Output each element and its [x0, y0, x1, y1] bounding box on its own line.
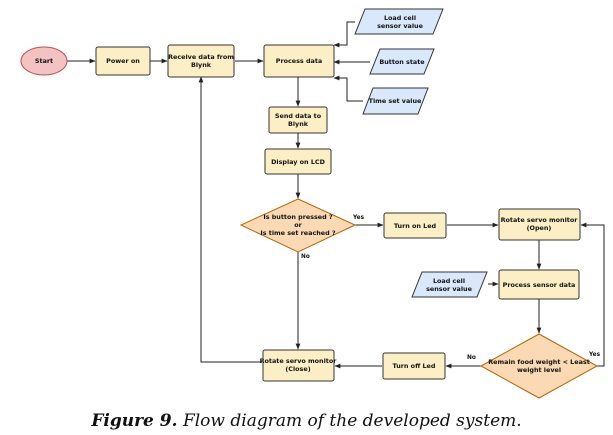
process-sensor-node: Process sensor data [498, 269, 580, 300]
edge-decision2-yes-loop [580, 222, 605, 367]
receive-data-node: Receive data from Blynk [167, 44, 235, 78]
load-cell-2-line1: Load cell [433, 277, 465, 285]
load-cell-input-1: Load cell sensor value [354, 8, 444, 35]
process-sensor-label: Process sensor data [503, 281, 576, 289]
process-data-node: Process data [263, 44, 335, 78]
rotate-close-line1: Rotate servo monitor [260, 357, 338, 365]
load-cell-input-2: Load cell sensor value [411, 271, 488, 298]
turn-off-led-label: Turn off Led [393, 362, 436, 370]
load-cell-1-line2: sensor value [377, 22, 423, 30]
decision-1-line2: or [294, 221, 302, 229]
edge-loadcell-process [333, 21, 355, 48]
rotate-open-line2: (Open) [527, 224, 552, 232]
time-set-label: Time set value [369, 97, 422, 105]
turn-off-led-node: Turn off Led [382, 352, 446, 380]
send-blynk-line2: Blynk [288, 120, 309, 128]
decision-food-weight: Remain food weight < Least weight level [479, 333, 599, 399]
rotate-servo-close-node: Rotate servo monitor (Close) [260, 349, 338, 382]
send-blynk-line1: Send data to [275, 112, 322, 120]
decision-1-line1: Is button pressed ? [263, 213, 333, 221]
edge-timeset-process [333, 75, 363, 102]
receive-label-line2: Blynk [191, 61, 212, 69]
receive-label-line1: Receive data from [168, 53, 234, 61]
send-blynk-node: Send data to Blynk [268, 106, 328, 134]
decision-1-line3: Is time set reached ? [260, 229, 336, 237]
decision-button-or-time: Is button pressed ? or Is time set reach… [239, 198, 357, 253]
rotate-servo-open-node: Rotate servo monitor (Open) [498, 208, 581, 241]
power-on-label: Power on [106, 57, 140, 65]
flow-diagram: Yes No No Yes Start Power on Receive dat… [20, 8, 605, 399]
rotate-close-line2: (Close) [285, 365, 310, 373]
label-d1-no: No [301, 254, 310, 260]
load-cell-2-line2: sensor value [426, 285, 472, 293]
turn-on-led-node: Turn on Led [383, 212, 447, 239]
edges [67, 21, 605, 369]
figure-caption-label: Figure 9. [91, 411, 178, 431]
figure-caption: Figure 9. Flow diagram of the developed … [0, 411, 613, 431]
button-state-label: Button state [379, 58, 425, 66]
display-lcd-node: Display on LCD [264, 148, 332, 175]
turn-on-led-label: Turn on Led [394, 222, 437, 230]
display-lcd-label: Display on LCD [271, 158, 325, 166]
time-set-input: Time set value [362, 87, 429, 115]
process-data-label: Process data [276, 57, 322, 65]
load-cell-1-line1: Load cell [384, 14, 416, 22]
label-d1-yes: Yes [352, 215, 365, 221]
label-d2-yes: Yes [588, 352, 601, 358]
decision-2-line2: weight level [517, 366, 561, 374]
start-node: Start [20, 46, 68, 76]
start-label: Start [35, 57, 53, 65]
label-d2-no: No [467, 355, 476, 361]
decision-2-line1: Remain food weight < Least [488, 358, 590, 366]
button-state-input: Button state [369, 48, 435, 75]
edge-close-receive [198, 76, 262, 363]
figure-caption-text: Flow diagram of the developed system. [182, 411, 522, 431]
rotate-open-line1: Rotate servo monitor [501, 216, 579, 224]
power-on-node: Power on [95, 46, 151, 76]
